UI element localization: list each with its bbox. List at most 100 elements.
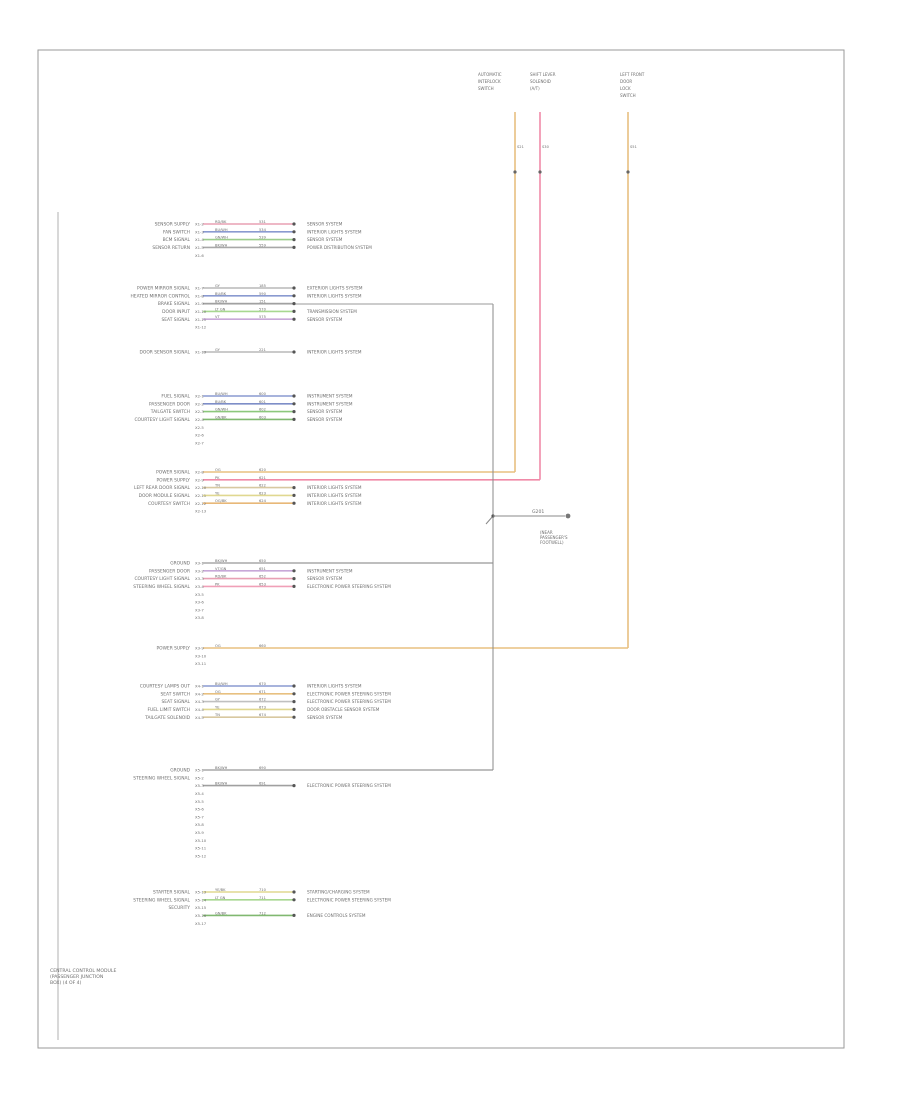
wire-color-code: VT (215, 315, 220, 319)
wire-color-code: GY (215, 348, 221, 352)
connector-pin-number: X1-3 (195, 229, 204, 234)
connector-pin-number: X1-5 (195, 245, 204, 250)
circuit-number: 185 (259, 284, 266, 288)
connector-pin-number: X5-9 (195, 830, 204, 835)
destination-system-label: SENSOR SYSTEM (307, 409, 343, 414)
connector-pin-number: X5-17 (195, 921, 207, 926)
wire-color-code: GN/BK (215, 911, 227, 915)
connector-pin-number: X2-10 (195, 485, 207, 490)
circuit-number: 653 (259, 582, 266, 586)
circuit-number: 601 (259, 400, 266, 404)
device-label: DOOR (620, 79, 632, 84)
destination-system-label: SENSOR SYSTEM (307, 576, 343, 581)
connector-pin-number: X2-8 (195, 470, 204, 475)
circuit-function-label: DOOR SENSOR SIGNAL (140, 350, 191, 356)
module-title-line: CENTRAL CONTROL MODULE (50, 968, 116, 974)
connector-pin-number: X2-2 (195, 401, 204, 406)
circuit-function-label: DOOR MODULE SIGNAL (139, 493, 191, 499)
connector-terminal (292, 402, 296, 406)
destination-system-label: SENSOR SYSTEM (307, 222, 343, 227)
connector-pin-number: X5-6 (195, 807, 204, 812)
circuit-number: 711 (259, 896, 266, 900)
inline-connector (626, 170, 630, 174)
destination-system-label: EXTERIOR LIGHTS SYSTEM (307, 286, 363, 291)
circuit-number: 674 (259, 713, 267, 717)
destination-system-label: ELECTRONIC POWER STEERING SYSTEM (307, 783, 391, 788)
connector-pin-number: X3-8 (195, 615, 204, 620)
wire-color-code: TN (214, 713, 220, 717)
connector-terminal (292, 238, 296, 242)
ground-description-line: FOOTWELL) (540, 540, 564, 545)
destination-system-label: INTERIOR LIGHTS SYSTEM (307, 501, 362, 506)
connector-pin-number: X4-1 (195, 684, 204, 689)
wire-color-code: YE/BK (215, 888, 226, 892)
device-label: SHIFT LEVER (530, 72, 556, 77)
connector-pin-number: X2-4 (195, 417, 204, 422)
connector-terminal (292, 486, 296, 490)
connector-pin-number: X1-8 (195, 293, 204, 298)
destination-system-label: POWER DISTRIBUTION SYSTEM (307, 245, 372, 250)
connector-pin-number: X3-6 (195, 600, 204, 605)
connector-pin-number: X5-14 (195, 897, 207, 902)
circuit-function-label: COURTESY LIGHT SIGNAL (134, 576, 190, 582)
connector-terminal (292, 222, 296, 226)
circuit-number: 622 (259, 484, 266, 488)
connector-terminal (292, 913, 296, 918)
wire-color-code: BU/WH (215, 682, 228, 686)
connector-terminal (292, 715, 296, 719)
module-title-line: BOX) (4 OF 4) (50, 980, 82, 986)
wire-color-code: BK/WH (215, 782, 228, 786)
circuit-number: 221 (259, 348, 266, 352)
circuit-number: 570 (259, 307, 267, 311)
destination-system-label: INTERIOR LIGHTS SYSTEM (307, 684, 362, 689)
destination-system-label: INTERIOR LIGHTS SYSTEM (307, 229, 362, 234)
destination-system-label: ELECTRONIC POWER STEERING SYSTEM (307, 897, 391, 902)
connector-pin-number: X5-13 (195, 890, 207, 895)
connector-pin-number: X1-2 (195, 222, 204, 227)
wire-color-code: BK/WH (215, 300, 228, 304)
connector-pin-number: X2-1 (195, 394, 204, 399)
wire-color-code: OG (215, 644, 221, 648)
circuit-number: 621 (259, 476, 266, 480)
circuit-function-label: POWER MIRROR SIGNAL (137, 286, 191, 292)
ground-label: G201 (532, 509, 544, 515)
circuit-number: 691 (259, 782, 266, 786)
connector-terminal (292, 584, 296, 589)
circuit-function-label: FUEL LIMIT SWITCH (148, 707, 190, 713)
wire-color-code: BU/WH (215, 392, 228, 396)
circuit-function-label: BCM SIGNAL (163, 237, 191, 243)
connector-pin-number: X5-5 (195, 799, 204, 804)
connector-terminal (292, 245, 296, 249)
connector-pin-number: X2-13 (195, 509, 207, 514)
circuit-number: 690 (259, 766, 267, 770)
circuit-number: 673 (259, 705, 266, 709)
destination-system-label: ENGINE CONTROLS SYSTEM (307, 913, 366, 918)
circuit-function-label: SECURITY (168, 905, 190, 911)
circuit-function-label: POWER SUPPLY (156, 477, 190, 483)
destination-system-label: TRANSMISSION SYSTEM (306, 309, 357, 314)
wire-color-code: LT GN (215, 896, 226, 900)
connector-pin-number: X3-10 (195, 653, 207, 658)
connector-pin-number: X1-13 (195, 350, 207, 355)
circuit-function-label: STEERING WHEEL SIGNAL (133, 775, 190, 781)
circuit-function-label: PASSENGER DOOR (149, 401, 190, 407)
circuit-function-label: SENSOR SUPPLY (155, 222, 191, 228)
diagram-frame (37, 49, 845, 1049)
connector-pin-number: X5-2 (195, 775, 204, 780)
connector-pin-number: X5-12 (195, 853, 207, 858)
module-title-line: (PASSENGER JUNCTION (50, 974, 103, 980)
connector-pin-number: X5-10 (195, 838, 207, 843)
connector-pin-number: X5-8 (195, 822, 204, 827)
connector-pin-number: X2-5 (195, 425, 204, 430)
wire-color-code: PK (215, 476, 220, 480)
connector-pin-number: X3-5 (195, 592, 204, 597)
circuit-function-label: SEAT SIGNAL (161, 317, 190, 323)
connector-terminal (292, 317, 296, 321)
wire-color-code: BK/WH (215, 766, 228, 770)
connector-terminal (292, 417, 296, 421)
circuit-function-label: STEERING WHEEL SIGNAL (133, 584, 190, 590)
wire-color-code: BK/WH (215, 243, 228, 247)
